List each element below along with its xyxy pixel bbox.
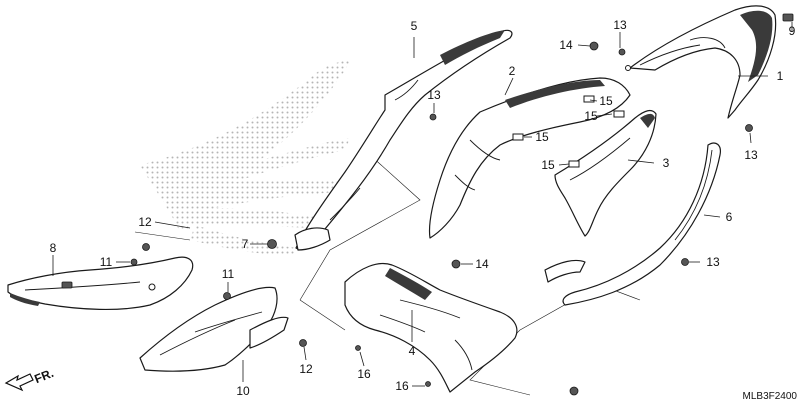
callout-15-b: 15: [584, 109, 598, 123]
callout-11-left: 11: [100, 255, 113, 269]
callout-12-upper: 12: [138, 215, 152, 229]
callout-14-center: 14: [475, 257, 489, 271]
callout-13-side: 13: [706, 255, 720, 269]
part-2-upper-cowl: [428, 77, 631, 239]
callout-16-lower: 16: [395, 379, 409, 393]
callout-2: 2: [509, 64, 516, 78]
front-arrow-icon: [4, 373, 34, 392]
callout-4: 4: [409, 344, 416, 358]
front-direction-label: FR.: [32, 366, 55, 386]
callout-12-lower: 12: [299, 362, 313, 376]
part-6-side-rail: [544, 142, 721, 306]
callout-16-upper: 16: [357, 367, 371, 381]
part-3-seat-cowl: [554, 109, 657, 237]
callout-15-d: 15: [541, 158, 555, 172]
callout-1: 1: [777, 69, 784, 83]
callout-9: 9: [789, 24, 796, 38]
callout-labels: 1 2 3 4 5 6 7 8 9 10 11 11 12 12 13 13 1…: [50, 18, 796, 398]
callout-10: 10: [236, 384, 250, 398]
callout-11-lower: 11: [222, 267, 235, 281]
callout-15-a: 15: [599, 94, 613, 108]
leader-lines: [52, 22, 793, 387]
part-5-upper-side-rail: [294, 29, 513, 251]
front-direction-indicator: FR.: [4, 366, 56, 392]
callout-15-c: 15: [535, 130, 549, 144]
callout-8: 8: [50, 241, 57, 255]
callout-13-rail: 13: [427, 88, 441, 102]
callout-5: 5: [411, 19, 418, 33]
callout-13-top: 13: [613, 18, 627, 32]
callout-3: 3: [663, 156, 670, 170]
callout-14-top: 14: [559, 38, 573, 52]
part-8-left-side-panel: [7, 256, 194, 311]
fasteners: [130, 13, 794, 396]
diagram-reference-code: MLB3F2400: [743, 391, 798, 402]
part-10-lower-left-trim: [139, 286, 289, 372]
callout-6: 6: [726, 210, 733, 224]
callout-7: 7: [242, 237, 249, 251]
part-1-rear-tail-cover: [625, 5, 777, 119]
part-4-center-cover: [344, 262, 518, 393]
callout-13-rear: 13: [744, 148, 758, 162]
